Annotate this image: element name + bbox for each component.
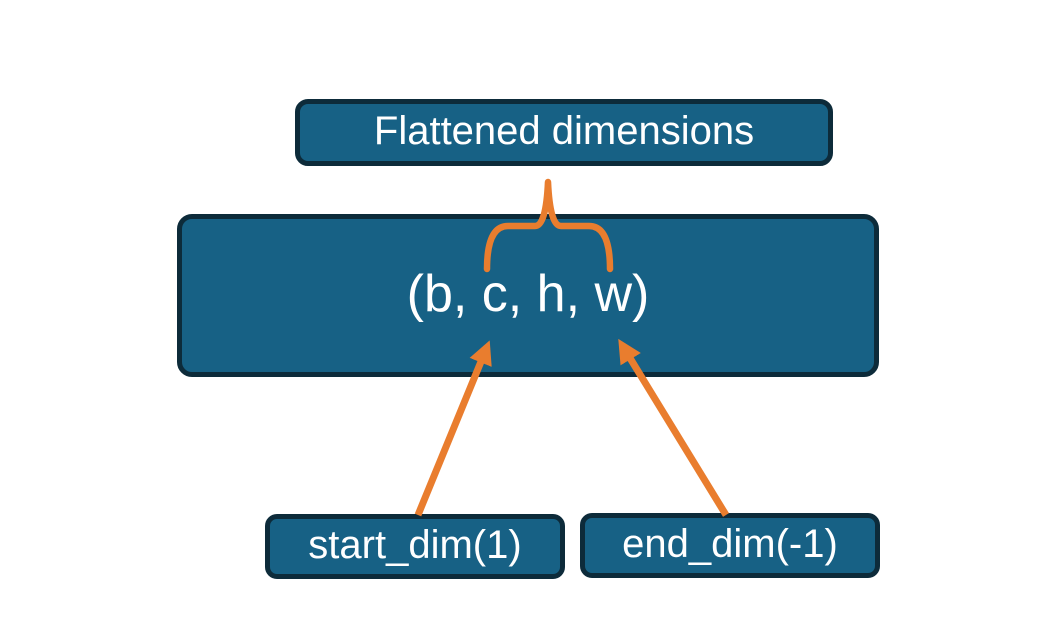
flattened-dimensions-box: Flattened dimensions <box>295 99 833 166</box>
flattened-dimensions-label: Flattened dimensions <box>373 108 755 153</box>
end-dim-box: end_dim(-1) <box>580 513 880 578</box>
start-dim-label: start_dim(1) <box>308 522 522 567</box>
end-dim-label: end_dim(-1) <box>622 521 838 566</box>
tensor-shape-box: (b, c, h, w) <box>177 214 879 377</box>
start-dim-box: start_dim(1) <box>265 514 565 579</box>
tensor-shape-label: (b, c, h, w) <box>406 264 650 323</box>
